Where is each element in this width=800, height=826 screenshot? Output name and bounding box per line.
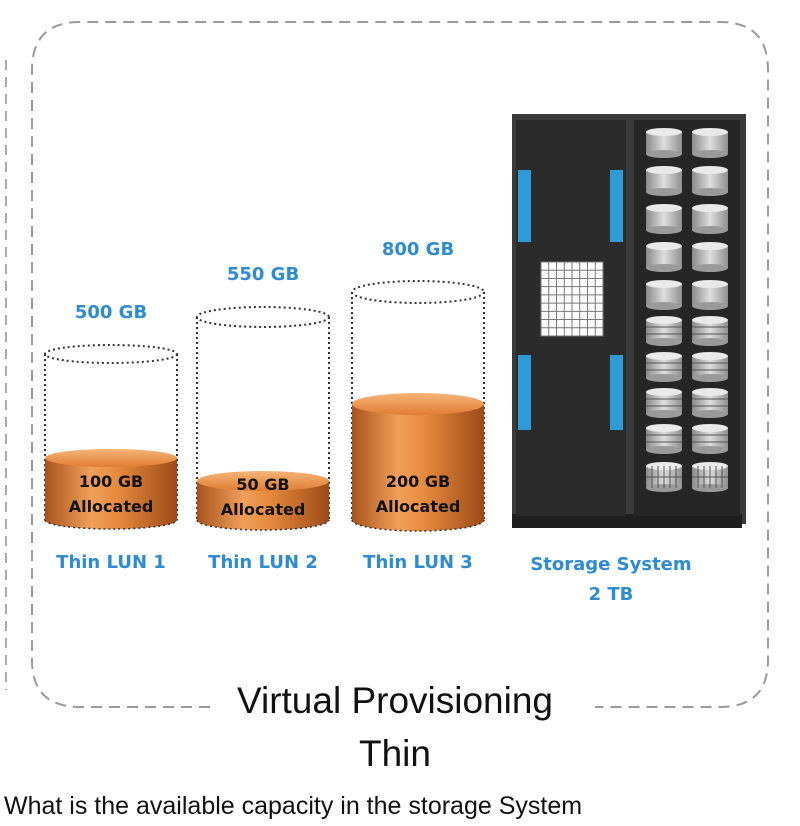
- storage-rack-icon: [512, 114, 746, 528]
- disk-icon: [646, 280, 682, 310]
- lun-allocated-word: Allocated: [221, 500, 306, 519]
- disk-icon: [692, 204, 728, 234]
- question-text: What is the available capacity in the st…: [4, 792, 583, 820]
- lun-name: Thin LUN 3: [363, 552, 473, 573]
- lun-allocated-value: 100 GB: [79, 472, 143, 491]
- lun-capacity-top: [44, 344, 178, 364]
- caption-title: Virtual Provisioning: [236, 680, 554, 721]
- disk-icon: [646, 204, 682, 234]
- disk-icon: [692, 280, 728, 310]
- lun-allocated-top: [197, 471, 329, 491]
- disk-icon: [646, 242, 682, 272]
- disk-icon: [646, 166, 682, 196]
- lun-allocated-word: Allocated: [376, 497, 461, 516]
- disk-icon: [646, 316, 682, 346]
- lun-capacity-top: [351, 280, 485, 304]
- disk-icon: [646, 352, 682, 382]
- lun-allocated-top: [45, 449, 177, 467]
- disk-icon: [692, 424, 728, 454]
- disk-icon: [692, 316, 728, 346]
- lun-capacity-top: [196, 306, 330, 328]
- lun-allocated-value: 50 GB: [236, 475, 289, 494]
- disk-icon: [692, 388, 728, 418]
- disk-icon: [692, 166, 728, 196]
- lun-allocated-fill: [197, 481, 329, 530]
- disk-icon: [692, 352, 728, 382]
- disk-icon: [692, 242, 728, 272]
- lun-capacity-outline: [196, 317, 330, 520]
- lun-capacity-label: 800 GB: [382, 239, 454, 260]
- disk-icon: [646, 424, 682, 454]
- lun-capacity-label: 500 GB: [75, 302, 147, 323]
- lun-allocated-fill: [352, 404, 484, 531]
- lun-name: Thin LUN 1: [56, 552, 166, 573]
- lun-allocated-word: Allocated: [69, 497, 154, 516]
- lun-name: Thin LUN 2: [208, 552, 318, 573]
- lun-allocated-top: [352, 393, 484, 415]
- lun-bottom-edge: [44, 519, 178, 530]
- disk-icon: [692, 128, 728, 158]
- rack-grid-panel: [540, 261, 604, 337]
- boundary-frame: [31, 21, 769, 708]
- lun-allocated-value: 200 GB: [386, 472, 450, 491]
- disk-icon: [646, 462, 682, 492]
- rack-disk-bays: [646, 128, 728, 492]
- storage-capacity: 2 TB: [589, 584, 634, 605]
- storage-name: Storage System: [530, 554, 691, 575]
- caption-subtitle: Thin: [359, 733, 431, 774]
- lun-allocated-fill: [45, 458, 177, 529]
- disk-icon: [646, 388, 682, 418]
- lun-capacity-label: 550 GB: [227, 264, 299, 285]
- disk-icon: [646, 128, 682, 158]
- disk-icon: [692, 462, 728, 492]
